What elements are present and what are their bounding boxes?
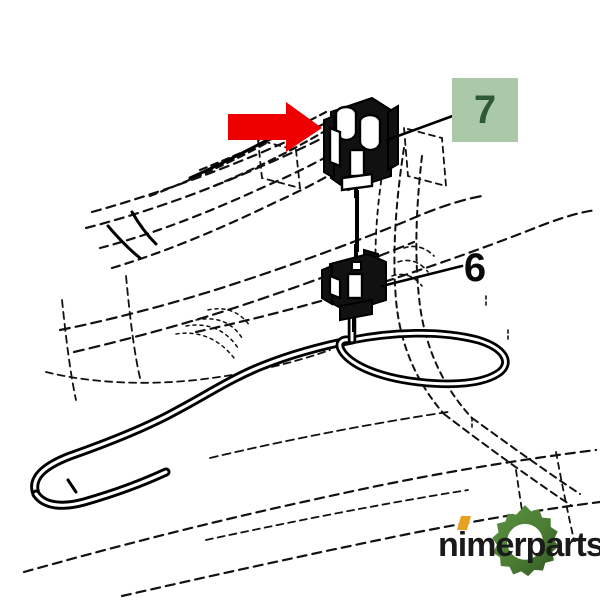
phantom-body-outlines	[22, 106, 600, 598]
red-pointer-arrow	[228, 102, 322, 152]
part-6-connector	[321, 244, 387, 332]
leader-line-6	[380, 264, 464, 288]
callout-leader-lines	[380, 112, 464, 288]
callout-6-label: 6	[463, 246, 487, 290]
wire-harness	[30, 309, 510, 510]
leader-line-7	[385, 112, 460, 142]
part-7-connector	[323, 96, 399, 198]
callout-7-label: 7	[473, 88, 497, 132]
callout-6-number[interactable]: 6	[458, 246, 492, 290]
callout-7-highlight-box[interactable]: 7	[452, 78, 518, 142]
